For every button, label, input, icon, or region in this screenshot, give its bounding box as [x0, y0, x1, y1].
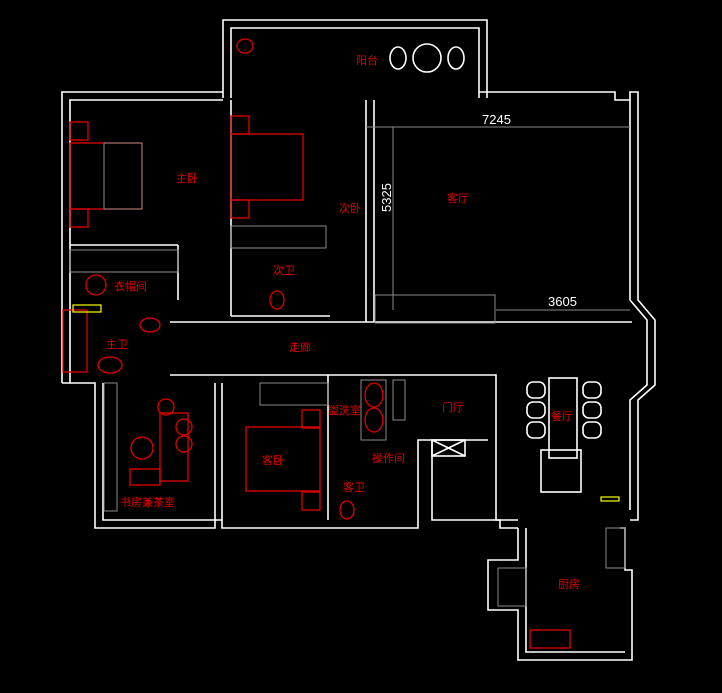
label-second-bedroom: 次卧 — [339, 201, 361, 215]
label-master-bedroom: 主卧 — [176, 172, 198, 185]
label-living-room: 客厅 — [447, 191, 469, 205]
label-balcony: 阳台 — [356, 53, 378, 67]
label-dining-room: 餐厅 — [551, 409, 573, 423]
dimension-lines — [366, 126, 630, 311]
label-guest-bathroom: 客卫 — [343, 480, 365, 494]
dimension-labels: 7245 5325 3605 — [379, 112, 577, 309]
label-study-tea-room: 书房兼茶室 — [120, 495, 175, 509]
dim-dining-offset: 3605 — [548, 294, 577, 309]
label-utility-room: 操作间 — [372, 451, 405, 465]
walls — [61, 19, 656, 661]
label-foyer: 门厅 — [442, 400, 464, 414]
dim-living-width: 7245 — [482, 112, 511, 127]
label-master-bathroom: 主卫 — [106, 338, 128, 351]
label-corridor: 走廊 — [289, 340, 311, 354]
label-kitchen: 厨房 — [558, 578, 580, 591]
label-walk-in-closet: 衣帽间 — [114, 279, 147, 293]
label-washroom: 盥洗室 — [328, 403, 361, 417]
room-labels: 阳台 主卧 次卧 客厅 衣帽间 次卫 主卫 走廊 书房兼茶室 客卧 盥洗室 门厅… — [106, 53, 580, 591]
label-guest-bedroom: 客卧 — [262, 453, 284, 467]
dim-living-depth: 5325 — [379, 183, 394, 212]
furniture — [62, 38, 626, 649]
label-second-bathroom: 次卫 — [273, 263, 295, 277]
